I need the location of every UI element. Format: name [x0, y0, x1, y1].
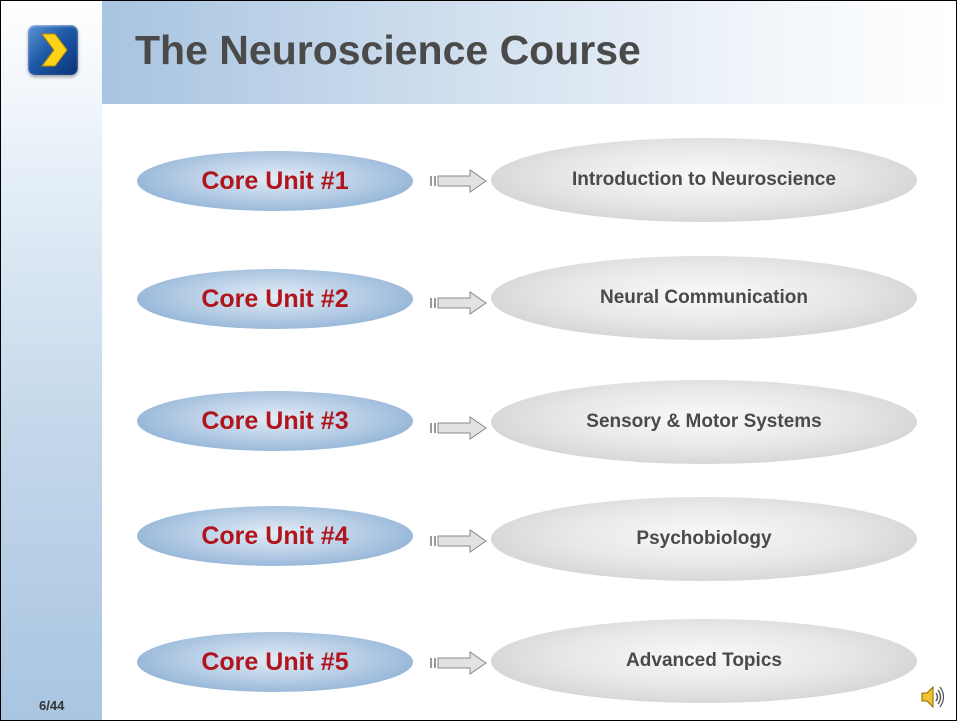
core-unit-1-button[interactable]: Core Unit #1: [137, 151, 413, 211]
chevron-right-icon: [41, 33, 68, 67]
topic-label: Introduction to Neuroscience: [572, 169, 836, 190]
page-title: The Neuroscience Course: [135, 27, 641, 73]
core-unit-label: Core Unit #2: [201, 284, 349, 313]
core-unit-label: Core Unit #1: [201, 166, 349, 195]
arrow-right-icon: [430, 416, 487, 440]
core-unit-5-button[interactable]: Core Unit #5: [137, 632, 413, 692]
topic-introduction[interactable]: Introduction to Neuroscience: [491, 138, 917, 222]
core-unit-label: Core Unit #4: [201, 521, 349, 550]
topic-neural-communication[interactable]: Neural Communication: [491, 256, 917, 340]
arrow-right-icon: [430, 291, 487, 315]
speaker-icon[interactable]: [919, 684, 945, 710]
sidebar: [1, 1, 102, 720]
core-unit-label: Core Unit #5: [201, 647, 349, 676]
core-unit-2-button[interactable]: Core Unit #2: [137, 269, 413, 329]
core-unit-4-button[interactable]: Core Unit #4: [137, 506, 413, 566]
topic-sensory-motor[interactable]: Sensory & Motor Systems: [491, 380, 917, 464]
core-unit-3-button[interactable]: Core Unit #3: [137, 391, 413, 451]
topic-label: Sensory & Motor Systems: [586, 411, 822, 432]
topic-label: Neural Communication: [600, 287, 808, 308]
topic-label: Psychobiology: [636, 528, 772, 549]
topic-advanced-topics[interactable]: Advanced Topics: [491, 619, 917, 703]
header-band: [102, 1, 956, 104]
arrow-right-icon: [430, 169, 487, 193]
arrow-right-icon: [430, 651, 487, 675]
topic-psychobiology[interactable]: Psychobiology: [491, 497, 917, 581]
page-number: 6/44: [39, 698, 65, 713]
next-slide-button[interactable]: [28, 25, 78, 75]
topic-label: Advanced Topics: [626, 650, 782, 671]
core-unit-label: Core Unit #3: [201, 406, 349, 435]
arrow-right-icon: [430, 529, 487, 553]
